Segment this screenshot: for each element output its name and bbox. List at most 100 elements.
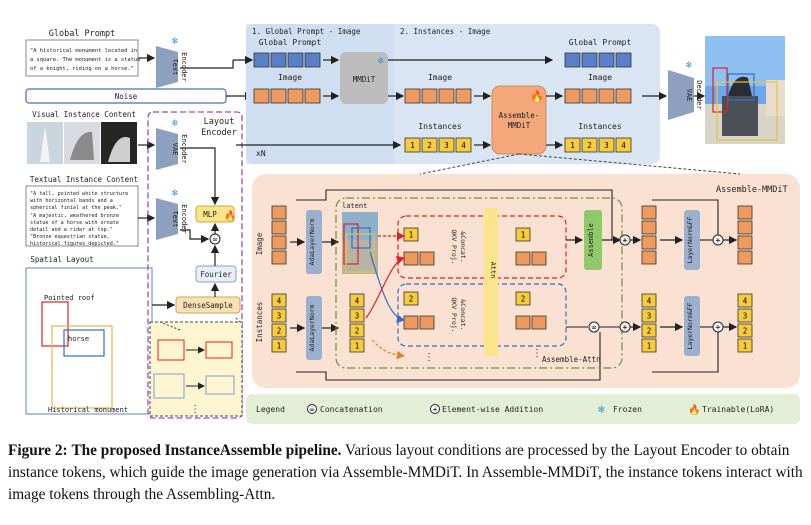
token <box>641 338 657 353</box>
token <box>737 308 753 323</box>
svg-text:+: + <box>433 405 438 414</box>
token-number: 4 <box>355 297 360 306</box>
detail-title: Assemble-MMDiT <box>716 185 788 195</box>
mlp-block <box>195 205 235 223</box>
caption-text: Various layout conditions are processed … <box>8 442 803 503</box>
stage1-label: 1. Global Prompt - Image <box>252 27 361 36</box>
global-prompt-line-3: of a knight, riding on a horse." <box>30 66 134 72</box>
token <box>404 137 421 153</box>
layout-box-horse <box>63 329 105 357</box>
token <box>641 220 657 235</box>
trainable-icon: 🔥 <box>224 209 236 222</box>
token-number: 4 <box>621 141 626 150</box>
token-number: 3 <box>277 312 282 321</box>
text-encoder-top: Text Encoder ❄ <box>156 36 188 88</box>
frozen-icon: ❄ <box>172 118 179 129</box>
legend-frozen-label: Frozen <box>613 405 642 414</box>
layernorm-ff-instances <box>684 296 700 356</box>
fourier-label: Fourier <box>200 270 232 279</box>
inset-dots: ⋮ <box>190 404 200 415</box>
global-prompt-box <box>25 39 139 77</box>
token <box>403 291 419 306</box>
token <box>349 323 365 338</box>
latent-image <box>342 212 378 274</box>
token <box>737 220 753 235</box>
layernorm-ff-label-2: LayerNorm&FF <box>686 302 694 349</box>
global-prompt-line-2: a square. The monument is a statue <box>30 57 140 63</box>
image-label-left: Image <box>278 73 302 82</box>
vae-decoder: VAE Decoder ❄ <box>668 60 703 120</box>
token <box>598 52 615 68</box>
token-number: 1 <box>410 141 415 150</box>
layout-label-roof: Pointed roof <box>44 294 95 302</box>
textual-instance-box <box>25 185 139 247</box>
densesample-label: DenseSample <box>183 301 233 310</box>
token <box>438 88 455 104</box>
output-image <box>705 36 785 144</box>
token <box>737 323 753 338</box>
token <box>403 315 419 330</box>
svg-text:+: + <box>622 236 628 246</box>
token-number: 1 <box>355 342 360 351</box>
attn-label: Attn <box>489 262 497 279</box>
token-number: 2 <box>587 141 592 150</box>
token <box>271 293 287 308</box>
adalayernorm-image <box>306 210 322 274</box>
token <box>641 250 657 265</box>
legend-add-label: Element-wise Addition <box>442 405 543 414</box>
layout-label-horse: horse <box>68 335 89 343</box>
token <box>403 251 419 266</box>
token <box>531 251 547 266</box>
token <box>737 205 753 220</box>
token <box>270 88 287 104</box>
token <box>564 52 581 68</box>
frozen-icon: ❄ <box>686 60 693 71</box>
token-row-image-left <box>253 88 321 104</box>
legend-add-icon <box>430 404 440 414</box>
svg-text:∞: ∞ <box>213 235 218 244</box>
mmdit-label: MMDiT <box>353 75 376 84</box>
token-number: 3 <box>647 312 652 321</box>
svg-text:+: + <box>715 323 721 333</box>
token <box>598 88 615 104</box>
token <box>641 235 657 250</box>
token <box>404 88 421 104</box>
vae-decoder-label-2: Decoder <box>695 80 703 110</box>
text-encoder-left-label-2: Encoder <box>180 204 188 234</box>
qkv-red-label-2: &Concat. <box>459 231 467 262</box>
assemble-label: Assemble <box>587 223 595 257</box>
token <box>737 235 753 250</box>
assemble-attn-label: Assemble-Attn <box>542 355 601 364</box>
layernorm-ff-label-1: LayerNorm&FF <box>686 216 694 263</box>
layout-box-roof <box>41 301 69 347</box>
pipeline-figure: Global Prompt "A historical monument loc… <box>25 24 800 424</box>
token-number: 4 <box>743 297 748 306</box>
token-number: 3 <box>604 141 609 150</box>
adalayernorm-label-1: AdaLayerNorm <box>308 218 316 265</box>
token <box>515 291 531 306</box>
xn-label: xN <box>256 149 266 158</box>
token <box>641 205 657 220</box>
textual-orange-1: "Bronze equestrian statue, <box>30 234 110 240</box>
qkv-red-label-1: QKV Proj. <box>450 229 458 264</box>
token <box>737 338 753 353</box>
global-prompt-line-1: "A historical monument located in <box>30 48 137 54</box>
densesample-block <box>175 296 241 314</box>
token-row-image-right <box>564 88 632 104</box>
textual-blue-1: "A majestic, weathered bronze <box>30 213 119 219</box>
densesample-inset <box>149 321 243 417</box>
visual-instance-images <box>27 122 137 164</box>
token-number: 3 <box>743 312 748 321</box>
token-number: 1 <box>277 342 282 351</box>
token-number: 4 <box>461 141 466 150</box>
red-instance-group <box>397 215 567 279</box>
token <box>641 293 657 308</box>
token-number: 3 <box>355 312 360 321</box>
token <box>455 137 472 153</box>
noise-label: Noise <box>115 92 138 101</box>
figure-caption: Figure 2: The proposed InstanceAssemble … <box>8 440 808 506</box>
token <box>271 250 287 265</box>
